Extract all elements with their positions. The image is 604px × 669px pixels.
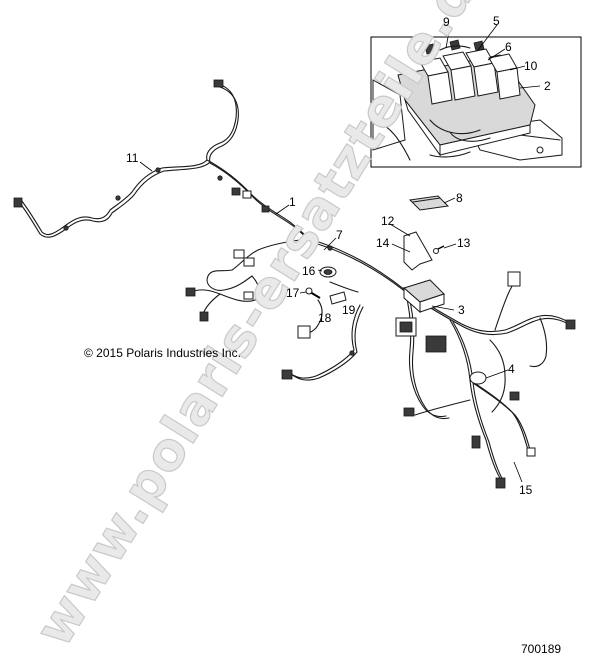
- callout-3: 3: [458, 303, 465, 317]
- callout-5: 5: [493, 14, 500, 28]
- callout-16: 16: [302, 264, 316, 278]
- callout-15: 15: [519, 483, 533, 497]
- callout-12: 12: [381, 214, 395, 228]
- callout-14: 14: [376, 236, 390, 250]
- callout-17: 17: [286, 286, 300, 300]
- callout-10: 10: [524, 59, 538, 73]
- callout-2: 2: [544, 79, 551, 93]
- figure-number: 700189: [521, 642, 561, 656]
- connectors: [13, 79, 576, 489]
- callout-19: 19: [342, 303, 356, 317]
- callout-9: 9: [443, 15, 450, 29]
- callout-1: 1: [289, 195, 296, 209]
- callout-8: 8: [456, 191, 463, 205]
- callout-7: 7: [336, 228, 343, 242]
- copyright-text: © 2015 Polaris Industries Inc.: [84, 346, 241, 360]
- relay-block: [419, 39, 521, 105]
- callout-13: 13: [457, 236, 471, 250]
- callout-18: 18: [318, 311, 332, 325]
- callout-11: 11: [126, 151, 139, 165]
- callout-6: 6: [505, 40, 512, 54]
- leader-lines: [139, 161, 523, 483]
- fuse-box-inset: [370, 24, 582, 168]
- callout-4: 4: [508, 362, 515, 376]
